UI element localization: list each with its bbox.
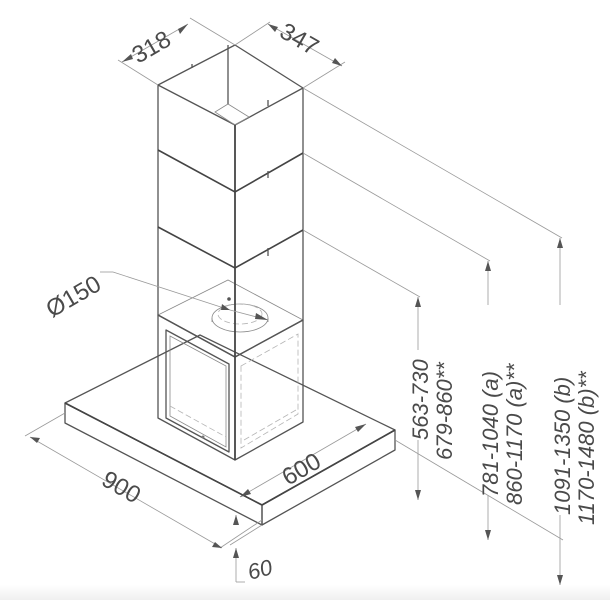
- dimension-height-min: 563-730 679-860**: [408, 297, 457, 500]
- dimension-label-60: 60: [245, 554, 276, 585]
- canopy: [64, 334, 396, 526]
- dimension-canopy-depth: 600: [239, 423, 367, 498]
- dimension-duct-diameter: Ø150: [42, 270, 269, 323]
- dimension-canopy-thickness: 60: [229, 515, 276, 585]
- dimension-label-318: 318: [128, 26, 176, 69]
- chimney: [157, 44, 304, 460]
- bottom-fade: [0, 585, 610, 600]
- dimension-label-600: 600: [278, 448, 326, 491]
- dimension-label-347: 347: [275, 18, 323, 61]
- height-a-label-1: 781-1040 (a): [478, 371, 503, 497]
- height-min-label-1: 563-730: [408, 358, 433, 440]
- dimension-chimney-depth: 347: [234, 18, 346, 89]
- dimension-label-900: 900: [97, 466, 145, 509]
- dimension-label-duct-diameter: Ø150: [42, 270, 106, 323]
- height-extension-lines: [302, 87, 564, 541]
- height-b-label-1: 1091-1350 (b): [550, 377, 575, 515]
- height-a-label-2: 860-1170 (a)**: [502, 362, 527, 505]
- height-min-label-2: 679-860**: [432, 361, 457, 460]
- dimension-height-a: 781-1040 (a) 860-1170 (a)**: [478, 261, 527, 540]
- dimension-height-b: 1091-1350 (b) 1170-1480 (b)**: [550, 238, 599, 585]
- height-b-label-2: 1170-1480 (b)**: [574, 370, 599, 525]
- dimension-canopy-width: 900: [24, 412, 263, 549]
- motor-box: [157, 279, 304, 461]
